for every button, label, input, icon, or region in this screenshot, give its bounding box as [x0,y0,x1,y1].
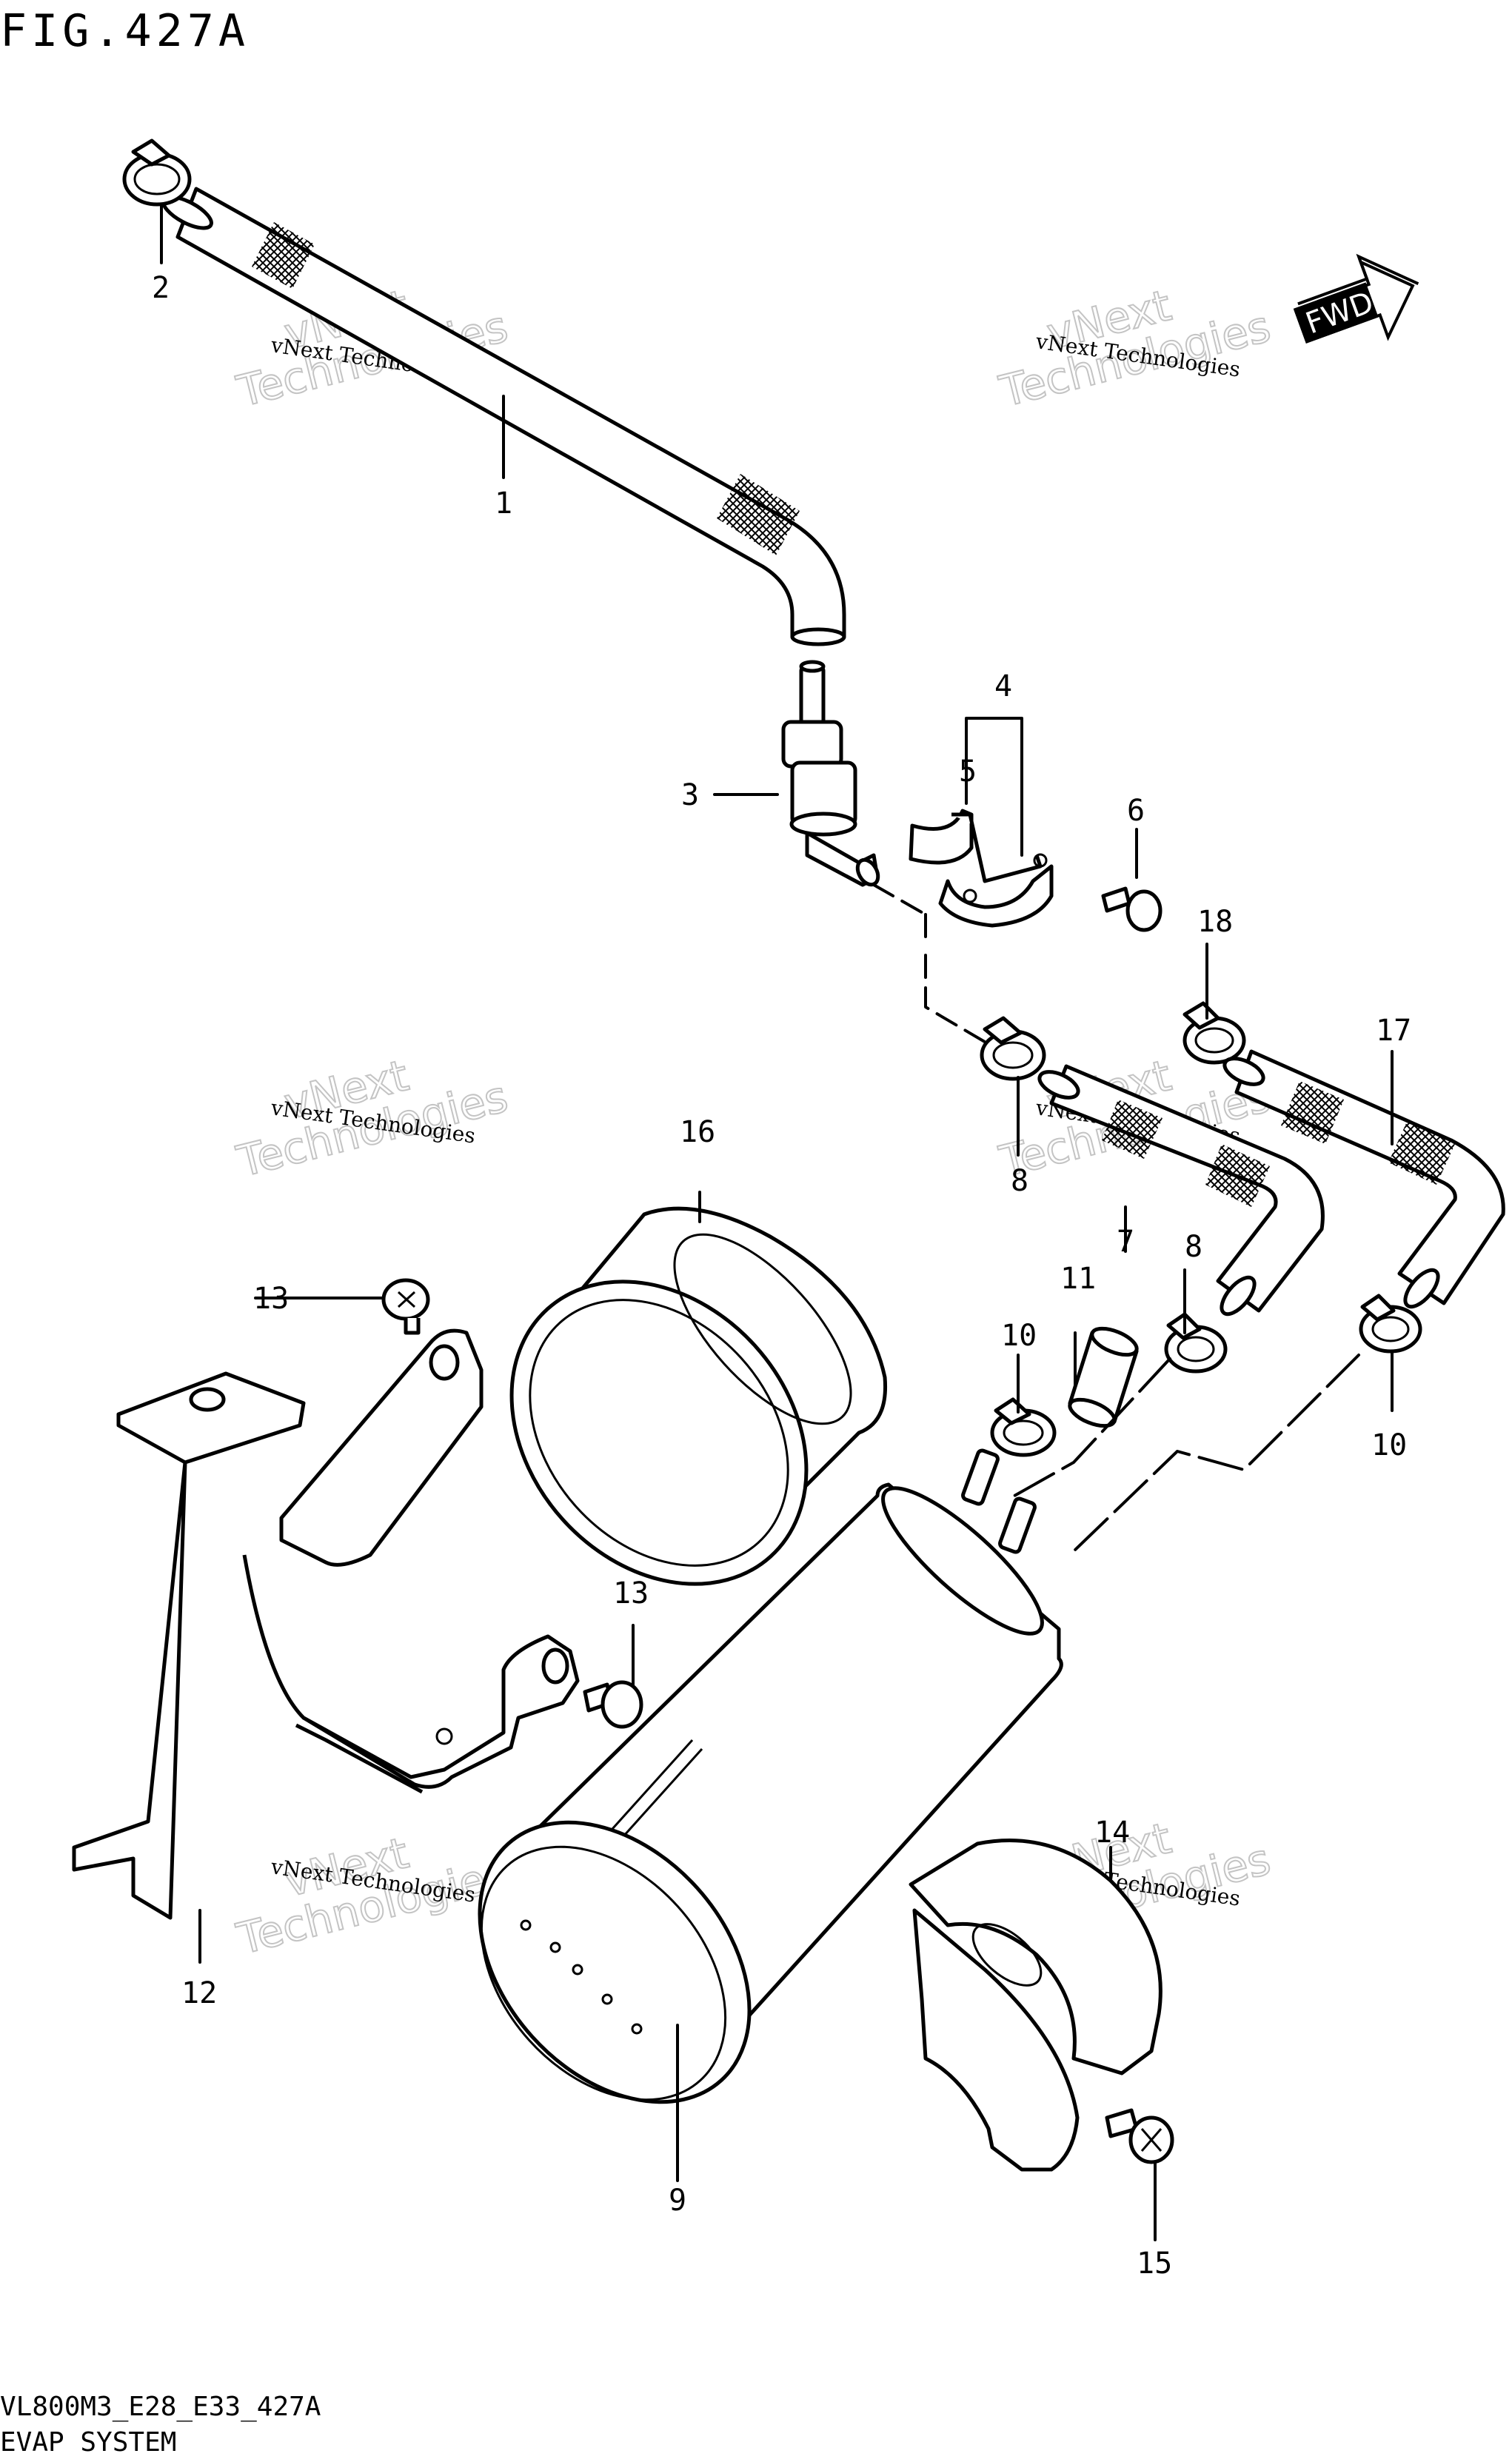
callout-17: 17 [1376,1014,1411,1048]
part-valve-3 [781,660,880,887]
part-screw-6 [1101,886,1163,932]
part-bracket-4-5 [909,809,1054,928]
watermark-mid-left: vNext Technologies [231,1049,513,1188]
part-screw-13-upper [381,1278,430,1335]
fwd-arrow-icon: FWD [1293,253,1419,344]
part-band-14 [909,1839,1163,2172]
callout-9: 9 [669,2184,686,2218]
part-clamp-2 [122,138,192,207]
part-hose-long [161,187,846,646]
callout-numbers: 1 2 3 4 5 6 7 8 8 9 10 10 11 12 13 13 14… [152,271,1411,2281]
callout-2: 2 [152,271,170,305]
part-clamp-8-upper [980,1016,1046,1081]
callout-13-lower: 13 [613,1576,649,1610]
part-canister-9 [478,1448,1063,2104]
callout-6: 6 [1127,794,1145,828]
callout-16: 16 [680,1115,715,1149]
callout-8-lower: 8 [1185,1230,1202,1264]
figure-code: VL800M3_E28_E33_427A [0,2392,321,2422]
section-title: EVAP SYSTEM [0,2427,176,2458]
callout-3: 3 [681,778,699,812]
callout-12: 12 [181,1976,217,2010]
part-screw-13-lower [583,1680,643,1729]
part-bracket-12 [72,1328,580,1920]
part-screw-15 [1105,2108,1174,2164]
callout-7: 7 [1117,1225,1134,1259]
part-clamp-18 [1182,1001,1246,1065]
callout-15: 15 [1137,2247,1172,2281]
callout-4: 4 [994,669,1012,703]
part-hose-7 [1037,1064,1325,1317]
callout-11: 11 [1060,1262,1096,1296]
watermark-top-right: vNext Technologies [994,279,1276,418]
part-band-16 [509,1206,888,1586]
callout-8-upper: 8 [1011,1164,1028,1198]
leader-lines [160,204,1394,2241]
part-clamp-10-left [990,1397,1057,1457]
callout-10-right: 10 [1371,1428,1407,1462]
figure-title: FIG.427A [0,5,250,57]
callout-10-left: 10 [1001,1319,1037,1353]
callout-14: 14 [1094,1816,1130,1850]
part-joint-11 [1068,1326,1139,1428]
callout-18: 18 [1197,905,1233,939]
part-hose-17 [1222,1049,1505,1309]
part-clamp-8-lower [1164,1312,1228,1374]
callout-1: 1 [495,486,512,521]
callout-13-upper: 13 [253,1282,289,1316]
callout-5: 5 [959,755,977,789]
